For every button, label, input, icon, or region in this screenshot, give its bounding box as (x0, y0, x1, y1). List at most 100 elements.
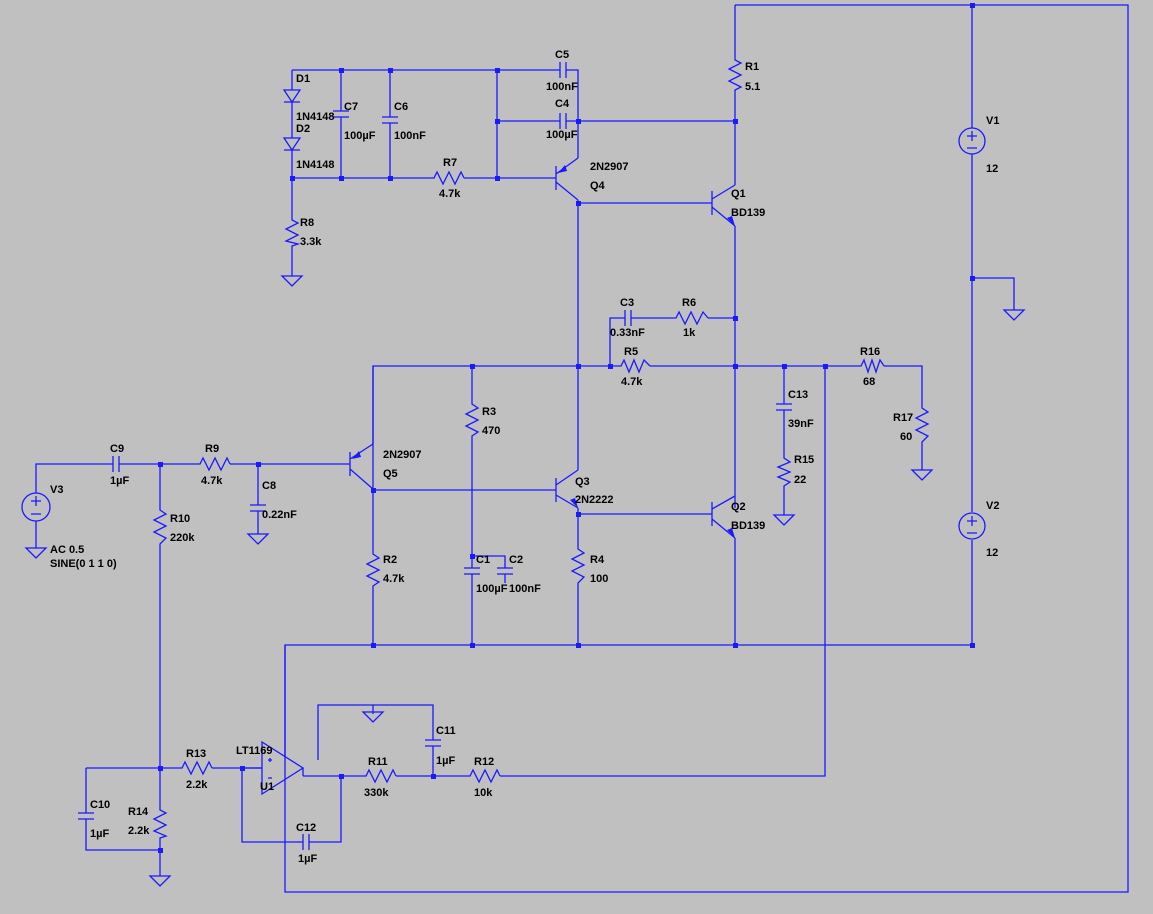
value-label-q3: 2N2222 (575, 494, 614, 506)
ref-label-c6: C6 (394, 101, 408, 113)
transistor-q1[interactable] (711, 184, 736, 227)
value-label-r11: 330k (364, 787, 389, 799)
transistors (349, 157, 736, 539)
transistor-q2[interactable] (711, 495, 736, 539)
ref-label-c7: C7 (344, 101, 358, 113)
capacitor-c8[interactable] (250, 504, 266, 512)
diodes (282, 89, 302, 152)
wire (85, 767, 161, 876)
resistor-r17[interactable] (914, 404, 930, 446)
ref-label-q3: Q3 (575, 476, 590, 488)
value-label-c8: 0.22nF (262, 509, 297, 521)
resistor-r6[interactable] (672, 310, 709, 326)
resistor-r12[interactable] (466, 768, 501, 784)
value-label-d2: 1N4148 (296, 159, 335, 171)
sources (21, 127, 986, 540)
voltage-source-v1[interactable] (958, 127, 986, 155)
resistor-r2[interactable] (365, 550, 381, 590)
capacitor-c13[interactable] (776, 403, 792, 411)
value-label-r1: 5.1 (745, 81, 760, 93)
capacitor-c7[interactable] (333, 110, 349, 118)
opamp-u1[interactable] (242, 740, 319, 796)
resistor-r3[interactable] (464, 400, 480, 440)
value-label-c2: 100nF (509, 583, 541, 595)
junction-dot (388, 68, 393, 73)
diode-d2[interactable] (282, 137, 302, 152)
junction-dot (470, 643, 475, 648)
ref-label-c9: C9 (110, 443, 124, 455)
resistor-r15[interactable] (776, 454, 792, 488)
value-label-c13: 39nF (788, 418, 814, 430)
labels: D1 1N4148 D2 1N4148 C7 100µF C6 100nF C5… (50, 49, 999, 865)
transistor-q4[interactable] (555, 157, 579, 201)
ref-label-c1: C1 (476, 554, 490, 566)
junctions (158, 3, 975, 853)
capacitor-c1[interactable] (464, 567, 480, 575)
ground-symbol (772, 514, 796, 526)
wire (35, 463, 350, 493)
capacitor-c5[interactable] (559, 62, 567, 78)
resistor-r13[interactable] (178, 760, 213, 776)
value-label-c9: 1µF (110, 475, 129, 487)
value-label-r10: 220k (170, 532, 195, 544)
value-label-r14: 2.2k (128, 825, 150, 837)
ref-label-q4: Q4 (590, 180, 606, 192)
value-label-r12: 10k (474, 787, 493, 799)
resistor-r9[interactable] (196, 456, 231, 472)
resistor-r1[interactable] (727, 56, 743, 94)
value-label-r7: 4.7k (439, 188, 461, 200)
resistor-r11[interactable] (362, 768, 397, 784)
resistor-r7[interactable] (430, 170, 465, 186)
resistors (152, 56, 930, 840)
ref-label-r14: R14 (128, 806, 149, 818)
ref-label-r2: R2 (383, 554, 397, 566)
resistor-r10[interactable] (152, 506, 168, 548)
ground-symbol (1002, 309, 1026, 321)
ref-label-v1: V1 (986, 115, 999, 127)
value-label-c7: 100µF (344, 130, 376, 142)
resistor-r5[interactable] (618, 358, 651, 374)
ref-label-r17: R17 (893, 412, 913, 424)
ref-label-c4: C4 (555, 98, 570, 110)
capacitor-c4[interactable] (559, 113, 567, 129)
wire (284, 4, 1129, 893)
value-label-r16: 68 (863, 376, 875, 388)
ground-symbol (24, 547, 48, 559)
junction-dot (970, 643, 975, 648)
junction-dot (733, 364, 738, 369)
junction-dot (970, 3, 975, 8)
resistor-r16[interactable] (858, 357, 885, 375)
ref-label-q1: Q1 (731, 188, 746, 200)
transistor-q3[interactable] (555, 464, 579, 509)
ref-label-r3: R3 (482, 406, 496, 418)
resistor-r8[interactable] (284, 216, 301, 248)
resistor-r14[interactable] (152, 806, 168, 840)
capacitor-c11[interactable] (425, 739, 441, 747)
junction-dot (158, 462, 163, 467)
ref-label-r13: R13 (186, 748, 206, 760)
ref-label-r9: R9 (205, 443, 219, 455)
capacitor-c2[interactable] (497, 567, 513, 575)
diode-d1[interactable] (282, 89, 302, 104)
transistor-q5[interactable] (349, 366, 374, 490)
resistor-r4[interactable] (570, 545, 586, 588)
capacitor-c6[interactable] (382, 116, 398, 124)
junction-dot (576, 201, 581, 206)
junction-dot (733, 316, 738, 321)
capacitor-c10[interactable] (78, 812, 94, 820)
capacitor-c3[interactable] (624, 310, 632, 326)
wire (372, 365, 923, 489)
value-label-c10: 1µF (90, 828, 109, 840)
voltage-source-v3[interactable] (21, 492, 51, 522)
capacitor-c9[interactable] (112, 456, 120, 472)
junction-dot (158, 848, 163, 853)
ref-label-r4: R4 (590, 554, 605, 566)
voltage-source-v2[interactable] (958, 512, 986, 540)
capacitor-c12[interactable] (302, 834, 310, 850)
junction-dot (608, 364, 613, 369)
ref-label-q5: Q5 (383, 468, 398, 480)
value-label-c3: 0.33nF (610, 327, 645, 339)
ground-symbol (910, 469, 934, 481)
value-label-q1: BD139 (731, 207, 765, 219)
